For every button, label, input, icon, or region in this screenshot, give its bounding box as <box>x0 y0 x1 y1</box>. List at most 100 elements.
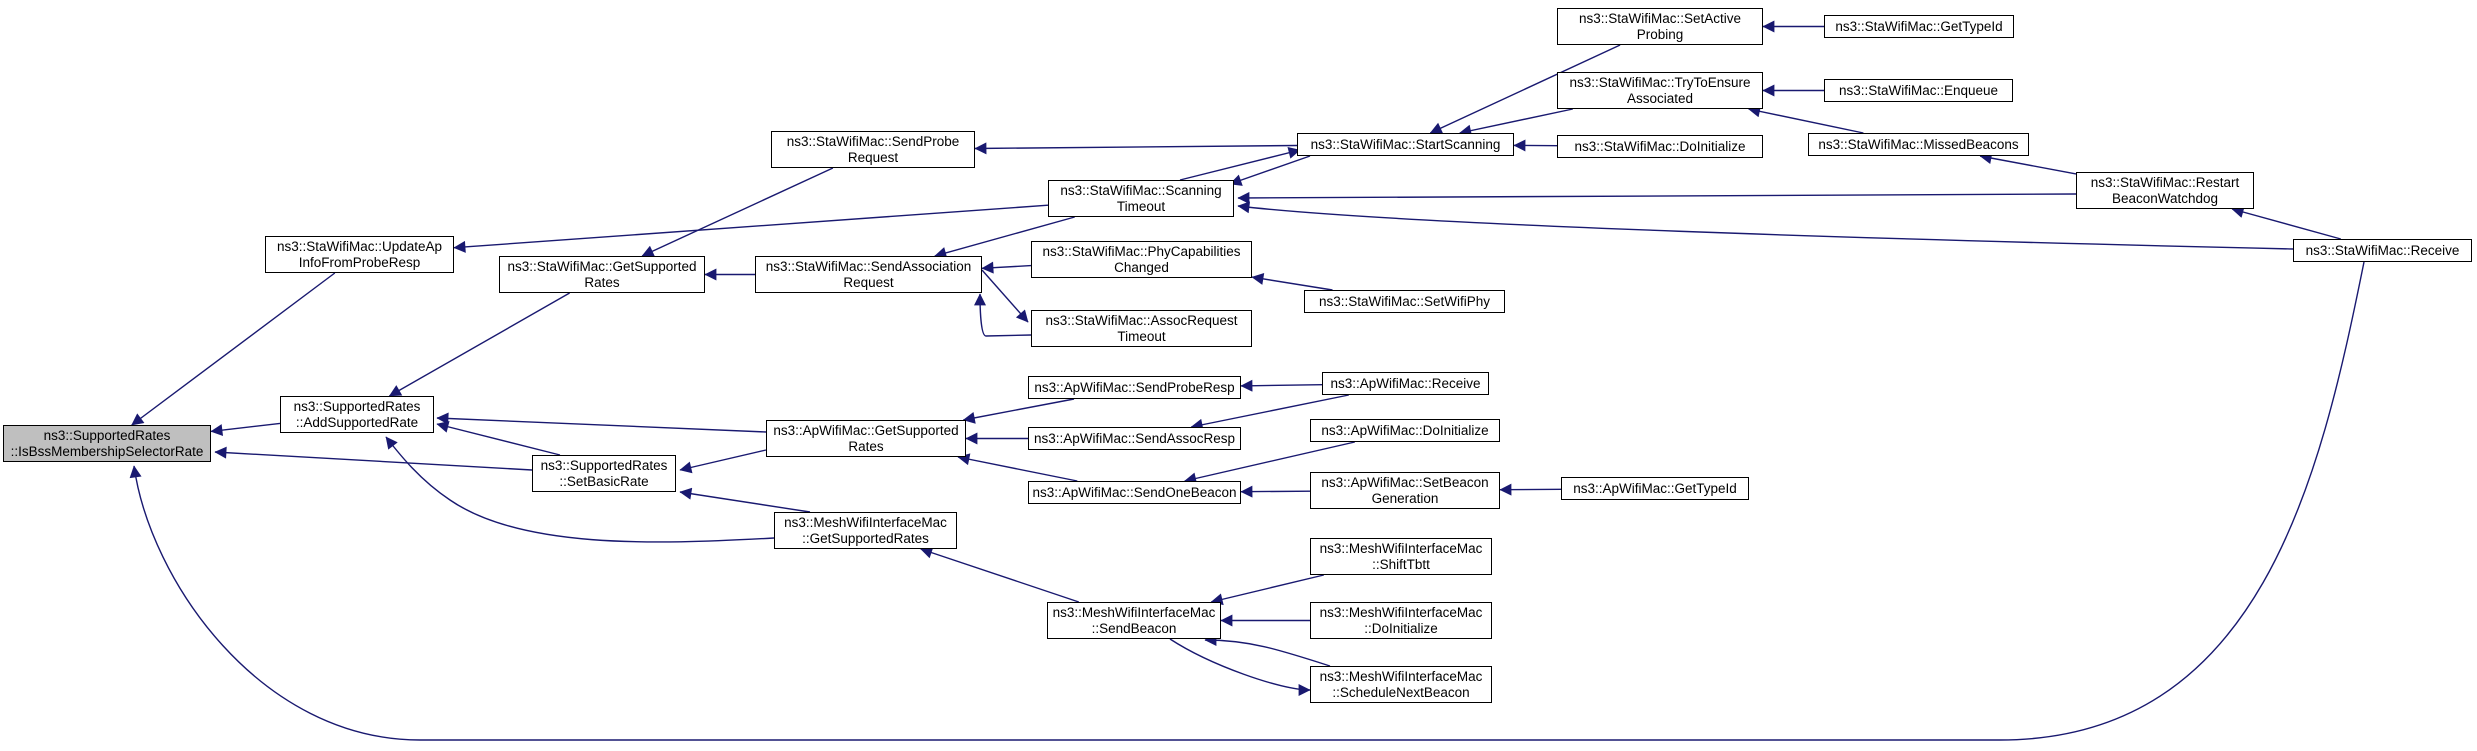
edge-scantimeout-to-startscan <box>1179 146 1301 181</box>
graph-node-sendassocresp[interactable]: ns3::ApWifiMac::SendAssocResp <box>1028 427 1241 450</box>
edge-addsup-to-root <box>210 422 281 437</box>
edge-startscan-to-scantimeout <box>1229 155 1311 186</box>
node-label: ns3::StaWifiMac::UpdateAp <box>276 238 443 254</box>
node-label: Request <box>847 149 899 165</box>
node-label: ns3::StaWifiMac::GetSupported <box>507 258 697 274</box>
graph-node-sendproberesp[interactable]: ns3::ApWifiMac::SendProbeResp <box>1028 376 1241 399</box>
node-label: ns3::StaWifiMac::AssocRequest <box>1045 312 1238 328</box>
graph-node-meshdoinit[interactable]: ns3::MeshWifiInterfaceMac::DoInitialize <box>1310 602 1492 639</box>
graph-node-apdoinit[interactable]: ns3::ApWifiMac::DoInitialize <box>1310 419 1500 442</box>
edge-setbasic-to-addsup <box>436 420 561 456</box>
node-label: ns3::SupportedRates <box>540 457 668 473</box>
edge-apreceive-to-sendassocresp <box>1190 394 1349 431</box>
node-label: ns3::StaWifiMac::SetActive <box>1578 10 1742 26</box>
edge-restartbw-to-scantimeout <box>1237 191 2077 204</box>
node-label: ns3::StaWifiMac::Restart <box>2090 174 2240 190</box>
node-label: ::DoInitialize <box>1364 620 1438 636</box>
graph-node-stadoinit[interactable]: ns3::StaWifiMac::DoInitialize <box>1557 135 1763 158</box>
node-label: ns3::MeshWifiInterfaceMac <box>1319 668 1483 684</box>
edge-updateap-to-root <box>131 272 336 426</box>
node-label: BeaconWatchdog <box>2111 190 2219 206</box>
graph-node-meshsched[interactable]: ns3::MeshWifiInterfaceMac::ScheduleNextB… <box>1310 666 1492 703</box>
edge-stagetsup-to-addsup <box>388 292 570 397</box>
graph-node-enqueue[interactable]: ns3::StaWifiMac::Enqueue <box>1824 79 2013 102</box>
edge-stareceive-to-restartbw <box>2231 206 2341 240</box>
graph-node-stagettypeid[interactable]: ns3::StaWifiMac::GetTypeId <box>1824 15 2014 38</box>
edge-meshgetsup-to-addsup <box>385 436 775 543</box>
graph-node-apgettypeid[interactable]: ns3::ApWifiMac::GetTypeId <box>1561 477 1749 500</box>
node-label: ns3::ApWifiMac::SendOneBeacon <box>1032 484 1237 500</box>
graph-node-addsup[interactable]: ns3::SupportedRates::AddSupportedRate <box>280 396 434 433</box>
graph-node-meshshift[interactable]: ns3::MeshWifiInterfaceMac::ShiftTbtt <box>1310 538 1492 575</box>
edge-phycap-to-sendassocreq <box>981 261 1032 274</box>
node-label: ns3::ApWifiMac::GetSupported <box>773 422 959 438</box>
node-label: Rates <box>584 274 620 290</box>
node-label: ns3::StaWifiMac::MissedBeacons <box>1818 136 2019 152</box>
node-label: ns3::StaWifiMac::PhyCapabilities <box>1042 243 1241 259</box>
edge-scantimeout-to-updateap <box>453 204 1049 253</box>
node-label: ns3::StaWifiMac::TryToEnsure <box>1569 74 1751 90</box>
edge-apdoinit-to-sendonebeacon <box>1184 441 1355 485</box>
edge-meshshift-to-meshsendbeacon <box>1210 574 1324 606</box>
node-label: ns3::ApWifiMac::SendAssocResp <box>1033 430 1236 446</box>
graph-node-setbasic[interactable]: ns3::SupportedRates::SetBasicRate <box>532 455 676 492</box>
edge-setbasic-to-root <box>214 446 533 471</box>
node-label: ns3::MeshWifiInterfaceMac <box>1319 604 1483 620</box>
edge-meshsched-to-meshsendbeacon <box>1204 634 1331 667</box>
node-label: Rates <box>848 438 884 454</box>
node-label: Request <box>843 274 894 290</box>
node-label: ::IsBssMembershipSelectorRate <box>10 443 204 459</box>
edge-tryensure-to-startscan <box>1459 108 1573 137</box>
edge-sendonebeacon-to-apgetsup <box>957 453 1078 482</box>
node-label: ns3::ApWifiMac::GetTypeId <box>1573 480 1737 496</box>
graph-node-startscan[interactable]: ns3::StaWifiMac::StartScanning <box>1297 133 1514 156</box>
node-label: ns3::MeshWifiInterfaceMac <box>1319 540 1483 556</box>
node-label: ns3::ApWifiMac::DoInitialize <box>1321 422 1489 438</box>
node-label: Timeout <box>1116 198 1166 214</box>
node-label: ns3::SupportedRates <box>43 427 171 443</box>
edge-apgetsup-to-setbasic <box>679 449 767 474</box>
edge-sendproberesp-to-apgetsup <box>962 398 1075 424</box>
graph-node-meshgetsup[interactable]: ns3::MeshWifiInterfaceMac::GetSupportedR… <box>774 512 957 549</box>
node-label: ns3::ApWifiMac::SendProbeResp <box>1034 379 1235 395</box>
node-label: Probing <box>1636 26 1684 42</box>
edge-apgetsup-to-addsup <box>436 412 767 433</box>
edge-restartbw-to-missedbeacons <box>1979 152 2077 175</box>
graph-node-apreceive[interactable]: ns3::ApWifiMac::Receive <box>1322 372 1489 395</box>
node-label: ::GetSupportedRates <box>802 530 929 546</box>
node-label: Associated <box>1626 90 1694 106</box>
edge-stareceive-to-scantimeout <box>1237 201 2294 250</box>
node-label: Changed <box>1114 259 1169 275</box>
node-label: ns3::StaWifiMac::DoInitialize <box>1574 138 1746 154</box>
graph-node-meshsendbeacon[interactable]: ns3::MeshWifiInterfaceMac::SendBeacon <box>1047 602 1221 639</box>
edge-apreceive-to-sendproberesp <box>1240 379 1323 392</box>
node-label: ns3::StaWifiMac::SendAssociation <box>765 258 972 274</box>
edge-meshsendbeacon-to-meshgetsup <box>920 546 1080 603</box>
graph-node-root: ns3::SupportedRates::IsBssMembershipSele… <box>3 425 211 462</box>
edge-sendprobereq-to-stagetsup <box>641 167 834 257</box>
node-label: ns3::ApWifiMac::SetBeacon <box>1321 474 1489 490</box>
graph-node-stareceive[interactable]: ns3::StaWifiMac::Receive <box>2293 239 2472 262</box>
graph-node-missedbeacons[interactable]: ns3::StaWifiMac::MissedBeacons <box>1808 133 2029 156</box>
node-label: ::AddSupportedRate <box>295 414 419 430</box>
edge-setbeacongen-to-sendonebeacon <box>1240 485 1311 498</box>
edge-meshgetsup-to-setbasic <box>679 487 811 513</box>
edge-meshsendbeacon-to-meshsched <box>1169 638 1311 696</box>
graph-node-sendonebeacon[interactable]: ns3::ApWifiMac::SendOneBeacon <box>1028 481 1241 504</box>
node-label: Generation <box>1371 490 1439 506</box>
edge-setwifiphy-to-phycap <box>1251 272 1333 291</box>
graph-node-setwifiphy[interactable]: ns3::StaWifiMac::SetWifiPhy <box>1304 290 1505 313</box>
